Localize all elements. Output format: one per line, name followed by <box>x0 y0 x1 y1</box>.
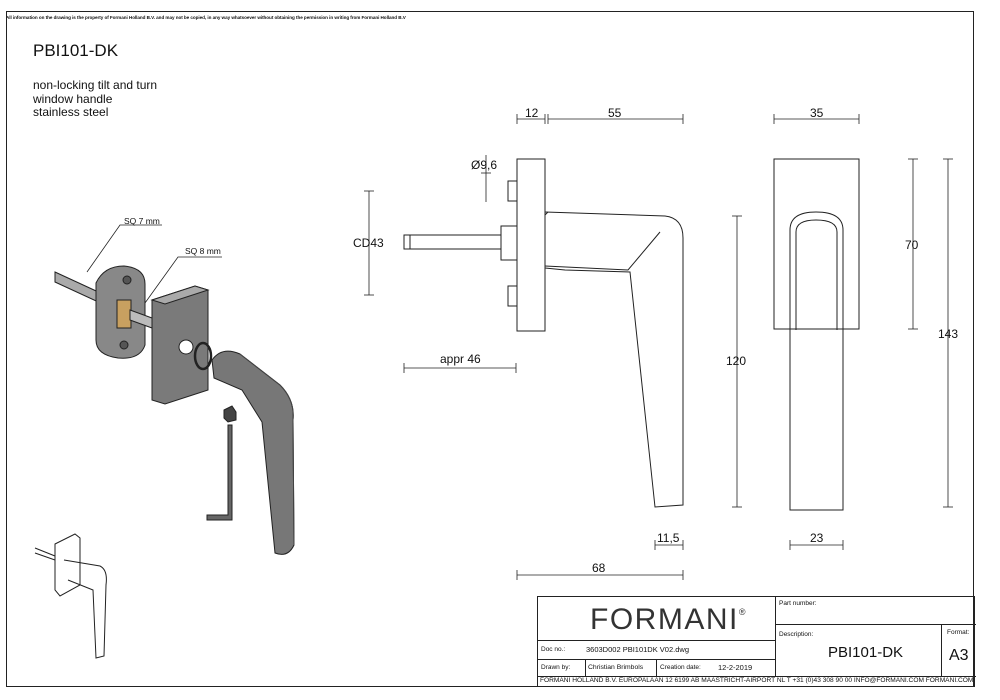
format-value: A3 <box>949 647 969 664</box>
dim-rose-thickness: 12 <box>525 106 539 120</box>
creation-date-value: 12-2-2019 <box>718 663 753 672</box>
title-block: FORMANI® Part number: Description: PBI10… <box>537 596 976 687</box>
product-description: non-locking tilt and turn window handle … <box>33 78 158 120</box>
creation-date-label: Creation date: <box>660 664 701 671</box>
doc-no-label: Doc no.: <box>541 646 566 653</box>
legal-notice: All information on the drawing is the pr… <box>6 15 406 20</box>
company-footer: FORMANI HOLLAND B.V. EUROPALAAN 12 6199 … <box>540 677 974 684</box>
dim-rose-width: 35 <box>810 106 824 120</box>
front-view <box>773 158 860 511</box>
dim-projection: 55 <box>608 106 622 120</box>
doc-no-value: 3603D002 PBI101DK V02.dwg <box>586 645 689 654</box>
dim-rose-height: 70 <box>905 238 919 252</box>
drawn-by-value: Christian Brimbols <box>588 664 644 671</box>
thumbnail-view <box>34 533 107 659</box>
description-value: PBI101-DK <box>828 644 904 661</box>
callout-sq8: SQ 8 mm <box>185 246 221 256</box>
dim-hole-spacing: CD43 <box>353 236 384 250</box>
dim-spindle-length: appr 46 <box>440 352 481 366</box>
brand-name: FORMANI <box>590 603 739 636</box>
exploded-view <box>54 224 295 555</box>
description-line: stainless steel <box>33 105 109 119</box>
brand-mark: ® <box>738 607 746 617</box>
description-line: non-locking tilt and turn <box>33 78 158 92</box>
callout-sq7: SQ 7 mm <box>124 216 160 226</box>
dimension-lines <box>364 114 953 580</box>
dim-spindle-diameter: Ø9,6 <box>471 158 498 172</box>
description-line: window handle <box>33 91 113 106</box>
dim-lever-end: 11,5 <box>657 531 680 545</box>
dim-lever-width: 23 <box>810 531 824 545</box>
drawn-by-label: Drawn by: <box>541 664 571 671</box>
side-view <box>403 158 684 508</box>
page-title: PBI101-DK <box>33 41 119 60</box>
dim-handle-length: 120 <box>726 354 747 368</box>
part-number-label: Part number: <box>779 600 817 607</box>
dim-total-height: 143 <box>938 327 959 341</box>
brand-logo: FORMANI® <box>590 603 745 637</box>
drawing-frame <box>6 11 974 687</box>
format-label: Format: <box>947 629 970 636</box>
dim-total-depth: 68 <box>592 561 606 575</box>
description-label: Description: <box>779 631 814 638</box>
